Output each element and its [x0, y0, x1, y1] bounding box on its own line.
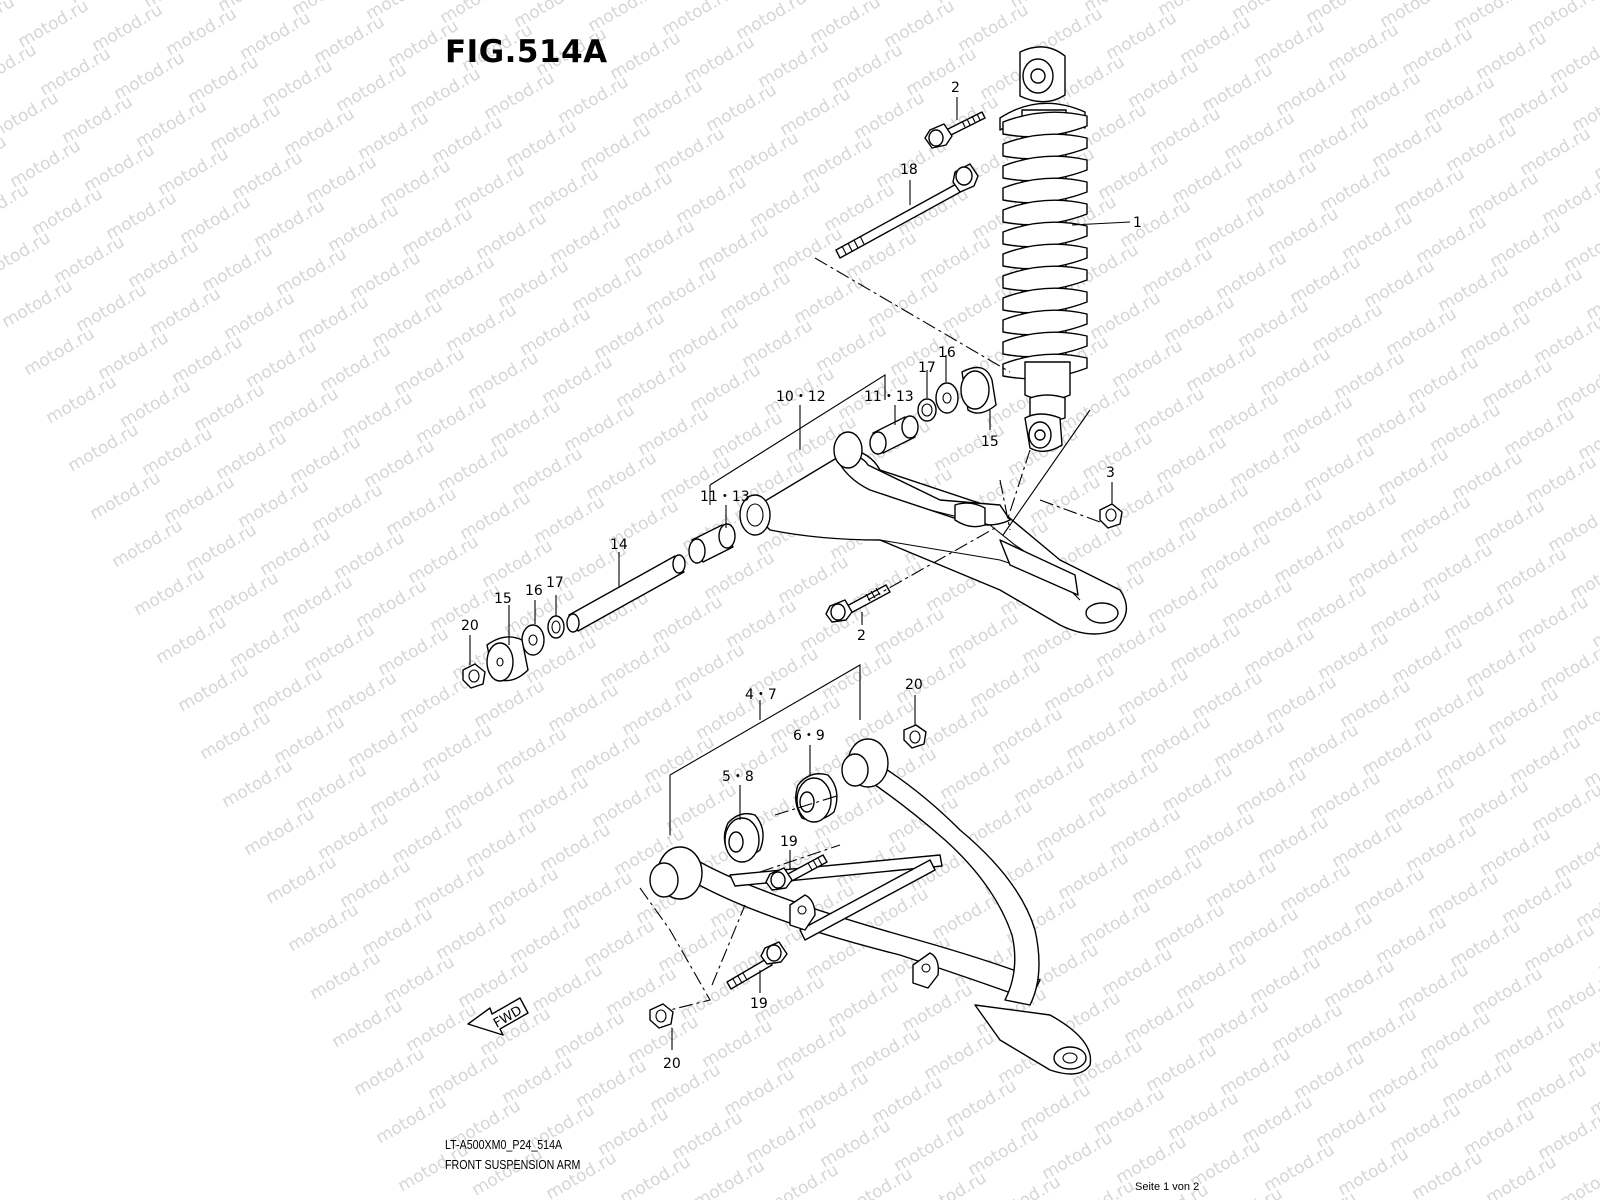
watermark-text: motod.ru — [0, 276, 76, 332]
watermark-text: motod.ru — [43, 372, 121, 428]
watermark-text: motod.ru — [175, 660, 253, 716]
watermark-text: motod.ru — [469, 1144, 547, 1200]
callout-17-left: 17 — [546, 575, 564, 591]
nut-20-bottom — [650, 1004, 673, 1028]
callout-18: 18 — [900, 162, 918, 178]
watermark-text: motod.ru — [987, 1172, 1065, 1200]
callout-19-lower: 19 — [750, 996, 768, 1012]
callout-16-right: 16 — [938, 345, 956, 361]
figure-title: FIG.514A — [445, 34, 608, 70]
callout-20-left: 20 — [461, 618, 479, 634]
watermark-text: motod.ru — [351, 1044, 429, 1100]
cap-15-right — [961, 368, 996, 414]
watermark-text: motod.ru — [1559, 688, 1600, 744]
watermark-text: motod.ru — [543, 1148, 621, 1200]
watermark-text: motod.ru — [109, 516, 187, 572]
callout-20-right: 20 — [905, 677, 923, 693]
spring-coil — [1003, 310, 1087, 335]
callout-19-upper: 19 — [780, 834, 798, 850]
watermark-text: motod.ru — [1561, 220, 1600, 276]
bushing-5-8 — [724, 814, 763, 862]
watermark-text: motod.ru — [1283, 1188, 1361, 1200]
watermark-text: motod.ru — [329, 996, 407, 1052]
callout-11-13-top: 11・13 — [864, 389, 914, 405]
watermark-text: motod.ru — [131, 564, 209, 620]
callout-2-top: 2 — [951, 80, 960, 96]
watermark-text: motod.ru — [617, 1152, 695, 1200]
nut-20-right — [904, 725, 926, 748]
watermark-text: motod.ru — [307, 948, 385, 1004]
callout-20-bottom: 20 — [663, 1056, 681, 1072]
watermark-text: motod.ru — [241, 804, 319, 860]
washer-16-left — [522, 625, 544, 655]
watermark-text: motod.ru — [197, 708, 275, 764]
callout-2-bottom: 2 — [857, 628, 866, 644]
callout-14: 14 — [610, 537, 628, 553]
callout-16-left: 16 — [525, 583, 543, 599]
callout-10-12: 10・12 — [776, 389, 826, 405]
figure-name: FRONT SUSPENSION ARM — [445, 1157, 580, 1172]
watermark-text: motod.ru — [0, 40, 40, 96]
watermark-text: motod.ru — [765, 1160, 843, 1200]
seal-17-right — [918, 399, 936, 421]
watermark-text: motod.ru — [21, 324, 99, 380]
callout-15-left: 15 — [494, 591, 512, 607]
spring-coil — [1003, 222, 1087, 247]
watermark-text: motod.ru — [1595, 924, 1600, 980]
watermark-text: motod.ru — [219, 756, 297, 812]
callout-15-right: 15 — [981, 434, 999, 450]
washer-16-right — [936, 383, 958, 413]
watermark-text: motod.ru — [65, 420, 143, 476]
callout-1: 1 — [1133, 215, 1142, 231]
watermark-text: motod.ru — [1483, 1152, 1561, 1200]
watermark-text: motod.ru — [263, 852, 341, 908]
watermark-text: motod.ru — [839, 1164, 917, 1200]
watermark-text: motod.ru — [691, 1156, 769, 1200]
figure-code: LT-A500XM0_P24_514A — [445, 1137, 562, 1152]
callout-17-right: 17 — [918, 360, 936, 376]
callout-11-13-mid: 11・13 — [700, 489, 750, 505]
callout-4-7: 4・7 — [745, 687, 777, 703]
watermark-text: motod.ru — [1061, 1176, 1139, 1200]
watermark-text: motod.ru — [0, 88, 62, 144]
spring-coil — [1003, 244, 1087, 269]
cap-15-left — [487, 637, 528, 681]
watermark-text: motod.ru — [0, 0, 18, 48]
watermark-text: motod.ru — [285, 900, 363, 956]
spring-coil — [1003, 178, 1087, 203]
callout-6-9: 6・9 — [793, 728, 825, 744]
watermark-text: motod.ru — [913, 1168, 991, 1200]
seal-17-left — [548, 616, 564, 638]
watermark-text: motod.ru — [153, 612, 231, 668]
watermark-text: motod.ru — [87, 468, 165, 524]
watermark-text: motod.ru — [1409, 1148, 1487, 1200]
callout-5-8: 5・8 — [722, 769, 754, 785]
watermark-text: motod.ru — [373, 1092, 451, 1148]
watermark-text: motod.ru — [0, 180, 32, 236]
page-indicator: Seite 1 von 2 — [1135, 1181, 1199, 1193]
watermark-text: motod.ru — [1209, 1184, 1287, 1200]
watermark-text: motod.ru — [0, 228, 54, 284]
watermark-text: motod.ru — [1557, 1156, 1600, 1200]
callout-3: 3 — [1106, 465, 1115, 481]
shock-absorber — [1000, 47, 1087, 452]
